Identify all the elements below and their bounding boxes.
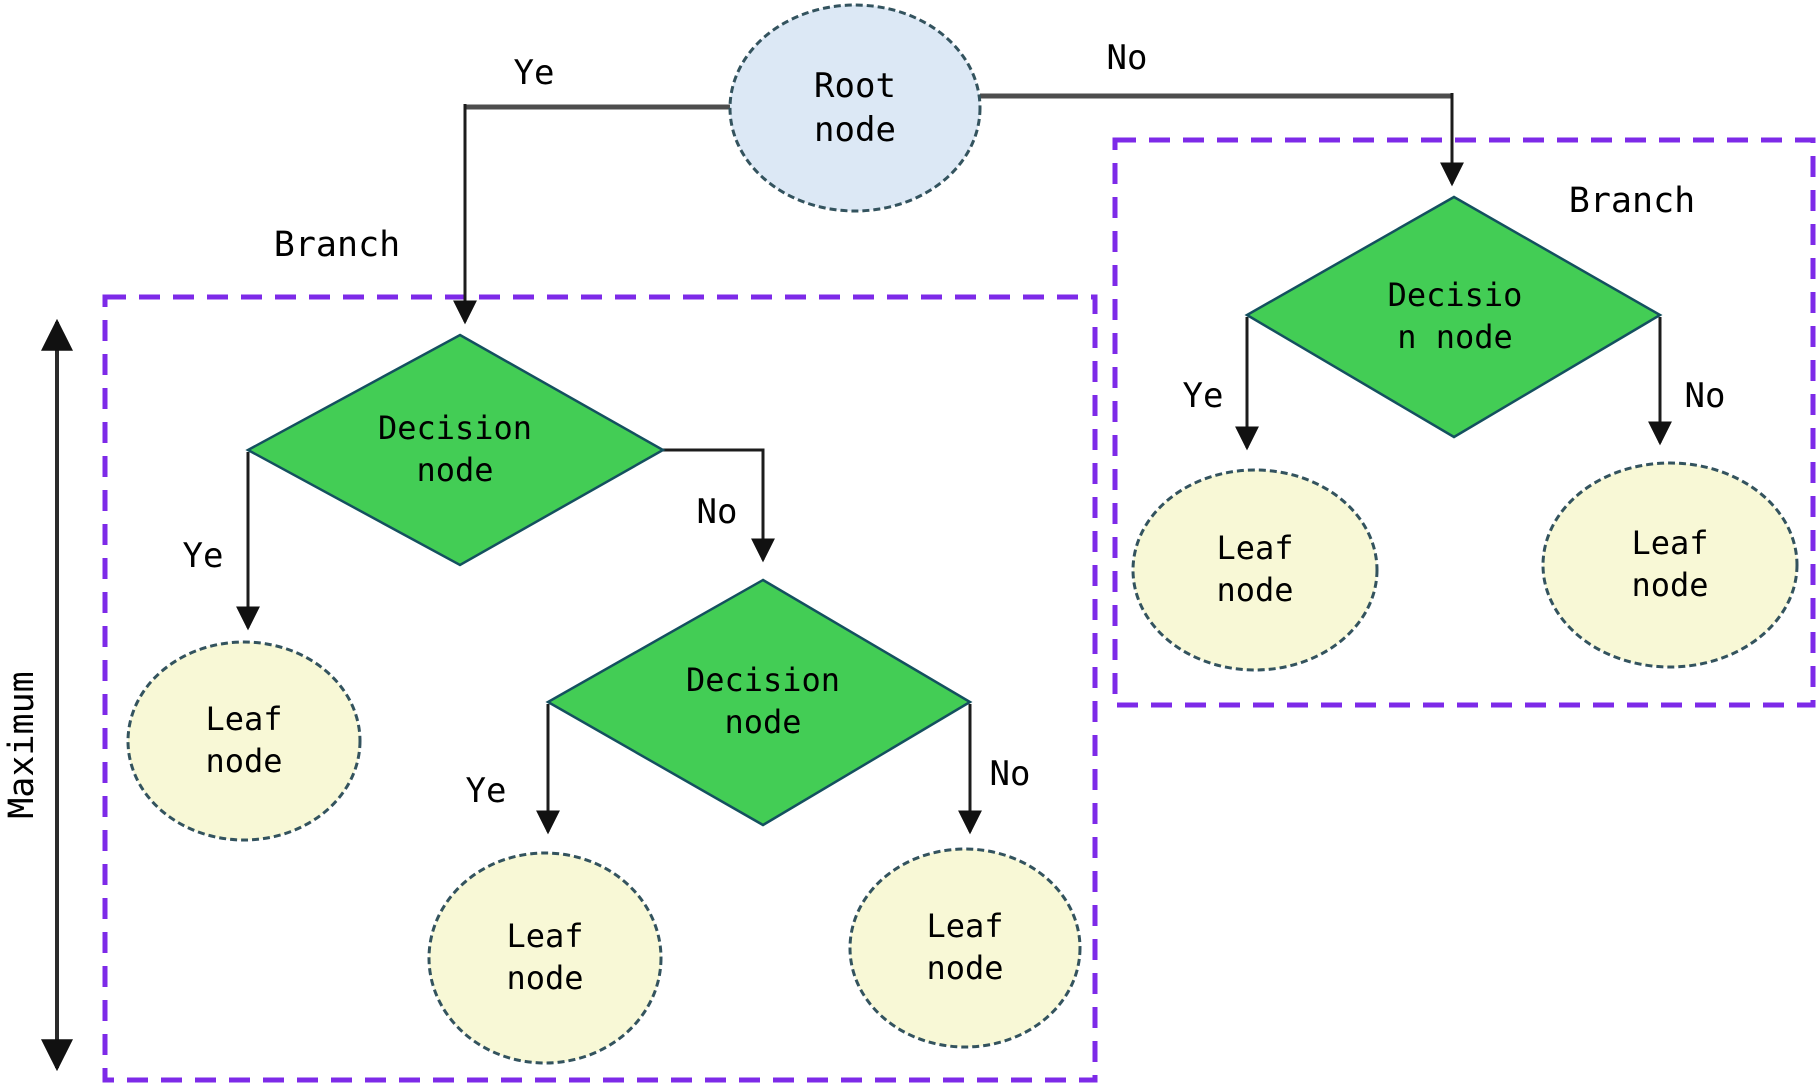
edge-label-decision3-no: No bbox=[1684, 376, 1726, 416]
edge-label-decision2-no: No bbox=[989, 754, 1031, 794]
edge-label-decision1-yes: Ye bbox=[182, 536, 224, 576]
edge-decision1-no bbox=[663, 448, 775, 563]
decision-node-1-label: Decision node bbox=[377, 409, 533, 489]
edge-label-decision1-no: No bbox=[696, 492, 738, 532]
decision-node-2-label: Decision node bbox=[685, 661, 841, 741]
edge-label-root-yes: Ye bbox=[513, 53, 555, 93]
leaf-node-3-shape bbox=[848, 847, 1082, 1049]
leaf-node-2-shape bbox=[427, 851, 663, 1065]
leaf-node-4-shape bbox=[1131, 468, 1379, 672]
edge-label-root-no: No bbox=[1106, 38, 1148, 78]
decision-node-3-shape bbox=[1244, 195, 1663, 439]
decision-node-1-shape bbox=[245, 333, 666, 567]
leaf-node-1-shape bbox=[126, 640, 362, 842]
maximum-label: Maximum bbox=[2, 671, 42, 819]
root-node-label: Root node bbox=[814, 66, 896, 151]
leaf-node-3-label: Leaf node bbox=[926, 907, 1004, 987]
branch-label-right: Branch bbox=[1568, 181, 1696, 221]
branch-box-left bbox=[102, 294, 1098, 1083]
decision-node-3-label: Decisio n node bbox=[1387, 276, 1523, 356]
decision-node-2-shape bbox=[545, 578, 973, 827]
leaf-node-2-label: Leaf node bbox=[506, 917, 584, 997]
edge-label-decision3-yes: Ye bbox=[1182, 376, 1224, 416]
leaf-node-1-label: Leaf node bbox=[205, 700, 283, 780]
branch-box-right bbox=[1112, 137, 1816, 708]
branch-label-left: Branch bbox=[273, 225, 401, 265]
leaf-node-5-shape bbox=[1541, 461, 1799, 669]
edge-label-decision2-yes: Ye bbox=[465, 771, 507, 811]
leaf-node-5-label: Leaf node bbox=[1631, 524, 1709, 604]
root-node-shape bbox=[728, 3, 982, 213]
leaf-node-4-label: Leaf node bbox=[1216, 529, 1294, 609]
